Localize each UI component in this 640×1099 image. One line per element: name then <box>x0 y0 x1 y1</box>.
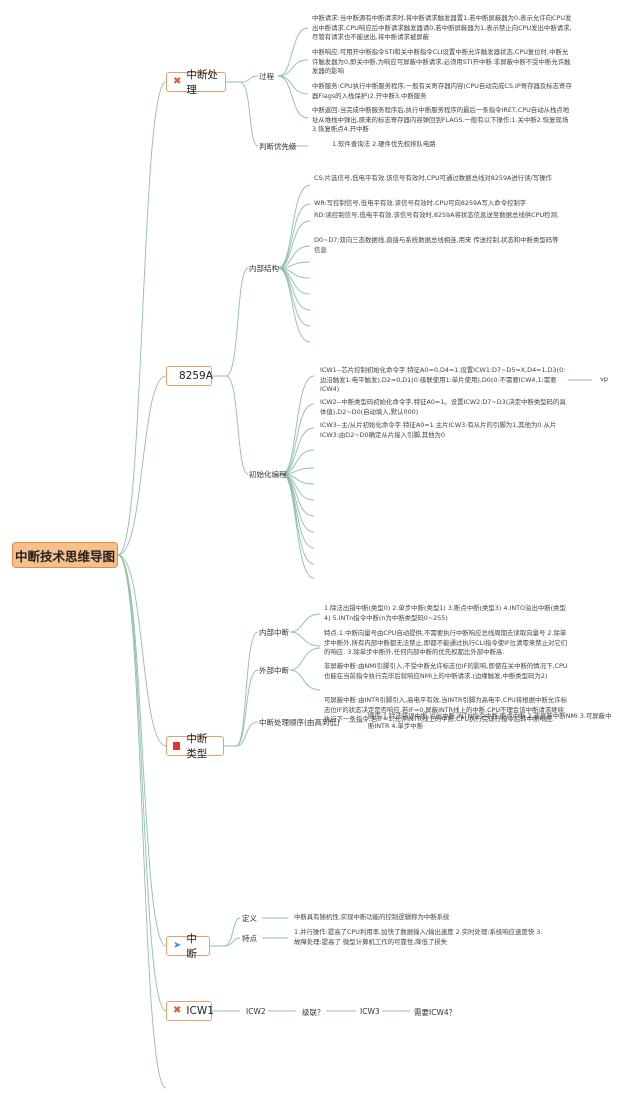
node-need-icw4[interactable]: 需要ICW4？ <box>414 1008 457 1017</box>
tools-icon: ✖ <box>173 76 182 87</box>
link-b3-waibu <box>224 669 259 747</box>
node-internal-structure[interactable]: 内部结构 <box>249 264 279 273</box>
root-node[interactable]: 中断技术思维导图 <box>12 542 118 568</box>
link-root-b5 <box>117 554 167 1012</box>
text-order: 顺序:1.除法错误中断,溢出中断,INTN指令中断,断点中断 2.非屏蔽中断NM… <box>368 712 612 730</box>
flag-icon <box>173 742 181 750</box>
text-nmi: 非屏蔽中断:由NMI引脚引入,不受中断允许标志位IF的影响,即使在关中断的情况下… <box>324 662 568 680</box>
branch-title: 中断处理 <box>186 69 218 96</box>
text-intr: 可屏蔽中断:由INTR引脚引入,高电平有效,当INTR引脚为高电平,CPU将根据… <box>324 696 567 724</box>
text-cs: CS:片选信号,低电平有效.该信号有效时,CPU可通过数据总线对8259A进行读… <box>314 174 552 182</box>
text-d0-d7: D0~D7:双向三态数据线,直接与系统数据总线相连,用来 传送控制,状态和中断类… <box>314 236 559 254</box>
link-b1-youxian <box>226 81 259 147</box>
branch-interrupt-processing[interactable]: ✖ 中断处理 <box>166 69 226 96</box>
link-root-extra <box>117 554 167 1089</box>
node-init-programming[interactable]: 初始化编程 <box>249 470 287 479</box>
branch-title: 8259A <box>179 370 213 382</box>
text-interrupt-request: 中断请求:当中断源有中断请求时,将中断请求触发器置1,若中断屏蔽器为0,表示允许… <box>312 14 572 42</box>
text-features: 1.并行操作:提高了CPU利用率,加快了数据输入/输出速度 2.实时处理:系统响… <box>294 928 543 946</box>
text-interrupt-response: 中断响应:可用开中断指令STI和关中断指令CLI设置中断允许触发器状态,CPU复… <box>312 48 571 76</box>
node-process[interactable]: 过程 <box>259 72 274 81</box>
node-processing-order[interactable]: 中断处理顺序(由高到低) <box>259 718 340 727</box>
branch-title: 中断类型 <box>186 733 208 760</box>
branch-interrupt[interactable]: ➤ 中断 <box>166 933 210 960</box>
text-internal-features: 特点:1.中断向量号由CPU自动提供,不需要执行中断响应总线周期去读取向量号 2… <box>324 629 568 657</box>
text-rd: RD:读控制信号,低电平有效.该信号有效时,8259A将状态信息送至数据总线供C… <box>314 211 559 219</box>
node-internal-interrupt[interactable]: 内部中断 <box>259 628 289 637</box>
link-b3-shunxu <box>224 721 259 747</box>
link-b2-chushihua <box>212 375 249 475</box>
text-priority: 1.软件查询法 2.硬件优先权排队电路 <box>332 140 436 148</box>
link-b3-neibu <box>224 631 259 747</box>
node-cascade[interactable]: 级联？ <box>302 1008 325 1017</box>
node-features[interactable]: 特点 <box>242 934 257 943</box>
text-icw2: ICW2--中断类型码初始化命令字.特征A0=1。设置ICW2:D7~D3(决定… <box>320 398 566 416</box>
link-b2-neibu <box>212 267 249 377</box>
link-root-b2 <box>117 375 167 556</box>
branch-title: ICW1 <box>186 1005 214 1017</box>
node-priority[interactable]: 判断优先级 <box>259 142 297 151</box>
text-wr: WR:写控制信号,低电平有效.该信号有效时,CPU可向8259A写入命令控制字 <box>314 199 527 207</box>
text-icw3: ICW3--主/从片初始化命令字.特征A0=1.主片ICW3:有从片的引脚为1,… <box>320 421 557 439</box>
link-root-b4 <box>117 554 167 947</box>
link-root-b3 <box>117 554 167 747</box>
text-definition: 中断具有随机性,实现中断功能的控制逻辑称为中断系统 <box>294 913 450 921</box>
branch-interrupt-types[interactable]: 中断类型 <box>166 733 224 760</box>
branch-title: 中断 <box>186 933 197 960</box>
node-external-interrupt[interactable]: 外部中断 <box>259 666 289 675</box>
paper-plane-icon: ➤ <box>173 940 182 951</box>
text-interrupt-service: 中断服务:CPU执行中断服务程序,一般有关寄存器内容(CPU自动完成CS,IP寄… <box>312 82 572 100</box>
node-definition[interactable]: 定义 <box>242 914 257 923</box>
node-icw3[interactable]: ICW3 <box>360 1007 380 1016</box>
tools-icon: ✖ <box>173 1005 182 1016</box>
branch-8259a[interactable]: 8259A <box>166 366 213 386</box>
node-icw2[interactable]: ICW2 <box>246 1007 266 1016</box>
text-icw1: ICW1--芯片控制初始化命令字.特征A0=0,D4=1.设置ICW1:D7~D… <box>320 366 566 394</box>
text-internal-types: 1.除法出错中断(类型0) 2.单步中断(类型1) 3.断点中断(类型3) 4.… <box>324 604 566 622</box>
text-interrupt-return: 中断返回:当完成中断服务程序后,执行中断服务程序的最后一条指令IRET,CPU自… <box>312 106 570 134</box>
link-b1-guocheng <box>226 75 259 83</box>
link-root-b1 <box>117 81 167 556</box>
branch-icw1[interactable]: ✖ ICW1 <box>166 1001 214 1021</box>
node-vp[interactable]: vp <box>600 375 608 383</box>
